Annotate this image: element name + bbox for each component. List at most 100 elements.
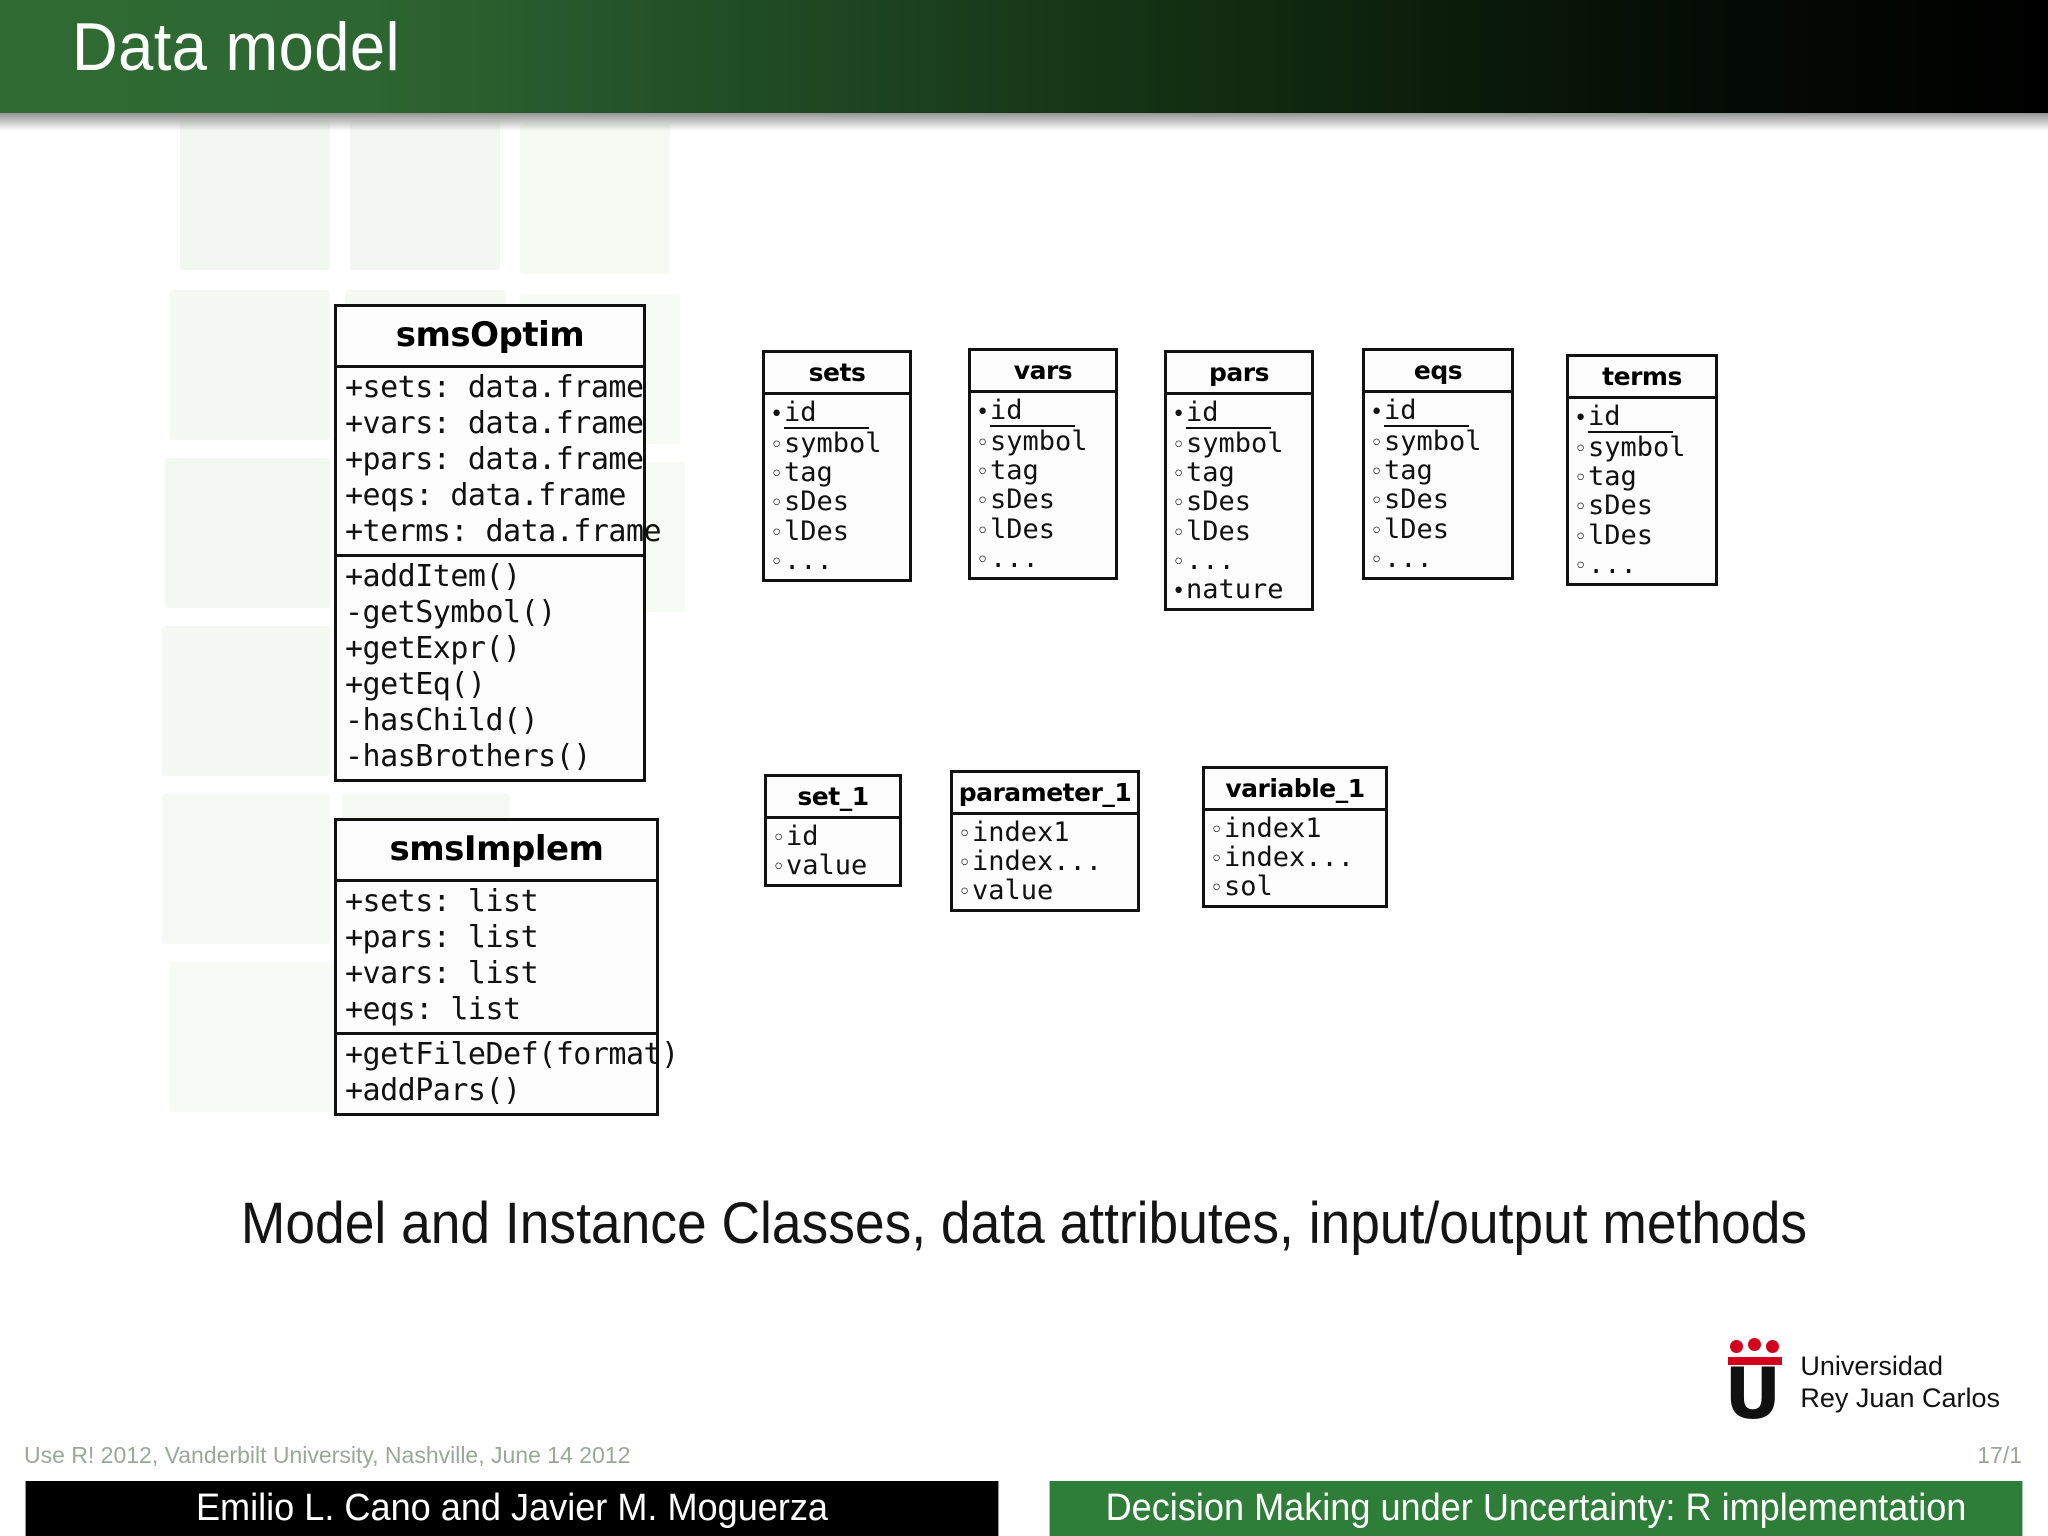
entity-field: ◦symbol — [1574, 433, 1715, 462]
authors-label: Emilio L. Cano and Javier M. Moguerza — [25, 1481, 999, 1536]
hollow-bullet-icon: ◦ — [1172, 491, 1186, 517]
entity-field-list: •id◦symbol◦tag◦sDes◦lDes◦... — [765, 395, 909, 579]
entity-field-label: ... — [1186, 544, 1235, 576]
entity-title: pars — [1167, 353, 1311, 395]
entity-field: ◦tag — [1574, 462, 1715, 491]
entity-field: ◦... — [1370, 544, 1511, 573]
uml-attribute: +sets: list — [345, 884, 539, 919]
hollow-bullet-icon: ◦ — [976, 431, 990, 457]
uml-class-smsoptim[interactable]: smsOptim +sets: data.frame +vars: data.f… — [334, 304, 662, 782]
entity-field: ◦sol — [1210, 872, 1385, 901]
entity-field-list: ◦index1◦index...◦sol — [1205, 811, 1385, 905]
uml-method: +addPars() — [345, 1073, 521, 1108]
entity-field: ◦... — [1172, 546, 1311, 575]
entity-field: ◦value — [772, 851, 899, 880]
entity-field-label: nature — [1186, 573, 1284, 605]
entity-field-label: sDes — [1588, 490, 1654, 522]
entity-field-label: ... — [784, 544, 833, 576]
entity-table-variable1[interactable]: variable_1◦index1◦index...◦sol — [1202, 766, 1388, 909]
entity-field-label: tag — [1384, 455, 1433, 487]
talk-title-label: Decision Making under Uncertainty: R imp… — [1049, 1481, 2023, 1536]
hollow-bullet-icon: ◦ — [1574, 524, 1588, 550]
entity-title: parameter_1 — [953, 773, 1137, 815]
entity-field-label: index1 — [1224, 813, 1322, 844]
entity-table-terms[interactable]: terms•id◦symbol◦tag◦sDes◦lDes◦... — [1566, 354, 1718, 586]
entity-field-label: symbol — [1588, 432, 1686, 464]
uml-method: -hasBrothers() — [345, 739, 591, 774]
entity-field-label: ... — [1588, 548, 1637, 580]
entity-table-set1[interactable]: set_1◦id◦value — [764, 774, 902, 888]
entity-field-label: value — [972, 875, 1054, 907]
uml-attribute: +eqs: list — [345, 992, 521, 1027]
entity-field: ◦tag — [1370, 456, 1511, 485]
entity-field-label: lDes — [1588, 519, 1654, 551]
entity-field-label: sDes — [990, 484, 1056, 516]
urjc-crown-u-icon: U — [1724, 1338, 1786, 1429]
entity-title: set_1 — [767, 777, 899, 819]
entity-field-label: ... — [990, 542, 1039, 574]
filled-bullet-icon: • — [1370, 400, 1384, 425]
entity-field-label: symbol — [990, 426, 1088, 458]
entity-field-label: sDes — [1384, 484, 1450, 516]
uml-class-title: smsImplem — [337, 821, 656, 882]
entity-field: ◦symbol — [976, 427, 1115, 456]
entity-field: ◦tag — [1172, 458, 1311, 487]
entity-field-label: index... — [972, 846, 1103, 878]
uml-method: +getEq() — [345, 667, 486, 702]
hollow-bullet-icon: ◦ — [770, 491, 784, 517]
entity-field: ◦... — [1574, 550, 1715, 579]
uml-diagram: smsOptim +sets: data.frame +vars: data.f… — [0, 120, 2048, 1180]
logo-line-1: Universidad — [1800, 1350, 1943, 1381]
filled-bullet-icon: • — [1172, 402, 1186, 427]
entity-table-eqs[interactable]: eqs•id◦symbol◦tag◦sDes◦lDes◦... — [1362, 348, 1514, 580]
entity-field-list: •id◦symbol◦tag◦sDes◦lDes◦... — [1569, 399, 1715, 583]
slide-header: Data model — [0, 0, 2048, 113]
entity-field-label: ... — [1384, 542, 1433, 574]
slide-caption: Model and Instance Classes, data attribu… — [240, 1191, 1808, 1256]
uml-attribute: +vars: list — [345, 956, 539, 991]
header-shadow — [0, 113, 2048, 131]
entity-field-list: ◦index1◦index...◦value — [953, 815, 1137, 909]
entity-field: ◦lDes — [770, 516, 909, 545]
hollow-bullet-icon: ◦ — [1574, 466, 1588, 492]
uml-attribute: +terms: data.frame — [345, 514, 662, 549]
entity-field: ◦sDes — [1574, 491, 1715, 520]
entity-field: ◦lDes — [1370, 514, 1511, 543]
filled-bullet-icon: • — [976, 400, 990, 425]
hollow-bullet-icon: ◦ — [1172, 433, 1186, 459]
uml-class-smsimplem[interactable]: smsImplem +sets: list +pars: list +vars:… — [334, 818, 679, 1116]
entity-field: ◦index... — [1210, 843, 1385, 872]
entity-table-pars[interactable]: pars•id◦symbol◦tag◦sDes◦lDes◦...•nature — [1164, 350, 1314, 612]
entity-table-sets[interactable]: sets•id◦symbol◦tag◦sDes◦lDes◦... — [762, 350, 912, 582]
entity-field-label: sol — [1224, 871, 1273, 903]
bottom-bar: Emilio L. Cano and Javier M. Moguerza De… — [0, 1481, 2048, 1536]
entity-field: ◦index1 — [1210, 814, 1385, 843]
entity-field: ◦lDes — [976, 514, 1115, 544]
hollow-bullet-icon: ◦ — [772, 826, 786, 851]
entity-title: terms — [1569, 357, 1715, 399]
hollow-bullet-icon: ◦ — [1370, 489, 1384, 515]
entity-table-parameter1[interactable]: parameter_1◦index1◦index...◦value — [950, 770, 1140, 913]
uml-class-title: smsOptim — [337, 307, 643, 368]
hollow-bullet-icon: ◦ — [976, 460, 990, 486]
entity-field: ◦sDes — [770, 487, 909, 516]
uml-method: -hasChild() — [345, 703, 539, 738]
entity-field-label: id — [784, 398, 869, 430]
entity-field-label: tag — [1186, 457, 1235, 489]
entity-field: ◦symbol — [1172, 429, 1311, 458]
logo-text: Universidad Rey Juan Carlos — [1800, 1350, 2000, 1415]
hollow-bullet-icon: ◦ — [770, 549, 784, 575]
entity-field: ◦lDes — [1574, 519, 1715, 551]
conference-label: Use R! 2012, Vanderbilt University, Nash… — [24, 1442, 631, 1468]
hollow-bullet-icon: ◦ — [976, 518, 990, 544]
entity-field-list: •id◦symbol◦tag◦sDes◦lDes◦...•nature — [1167, 395, 1311, 608]
entity-field: •id — [770, 398, 909, 430]
hollow-bullet-icon: ◦ — [1172, 549, 1186, 575]
entity-field: ◦sDes — [1172, 487, 1311, 516]
filled-bullet-icon: • — [1172, 578, 1186, 604]
entity-table-vars[interactable]: vars•id◦symbol◦tag◦sDes◦lDes◦... — [968, 348, 1118, 580]
filled-bullet-icon: • — [770, 402, 784, 427]
hollow-bullet-icon: ◦ — [1210, 847, 1224, 873]
entity-field: ◦... — [976, 544, 1115, 573]
entity-field: ◦sDes — [976, 485, 1115, 514]
